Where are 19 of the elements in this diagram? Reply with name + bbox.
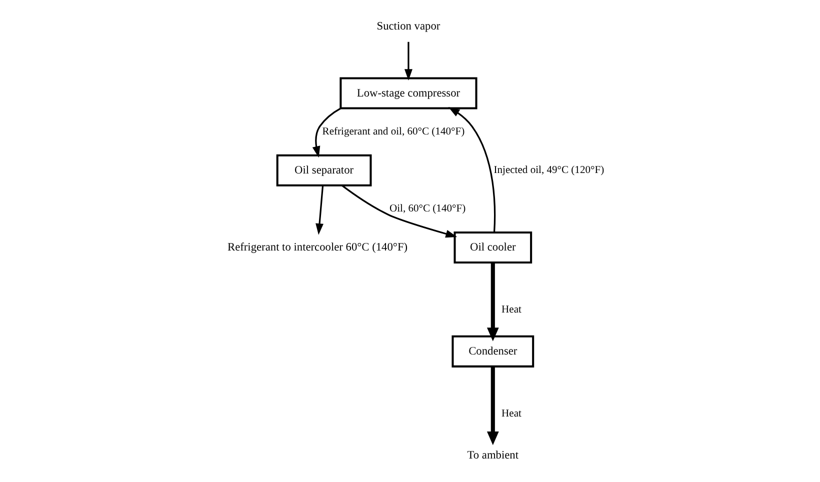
node-text: Suction vapor [376, 20, 440, 33]
arrow [486, 366, 498, 446]
edge-label: Heat [501, 304, 521, 316]
arrow [404, 42, 412, 81]
arrow [486, 262, 498, 342]
arrow [340, 184, 457, 238]
edge-label: Refrigerant and oil, 60°C (140°F) [322, 126, 464, 138]
node-text: Refrigerant to intercooler 60°C (140°F) [227, 242, 408, 254]
edge-label: Oil, 60°C (140°F) [388, 204, 466, 215]
node-box: Oil cooler [453, 231, 532, 264]
edge-label: Heat [501, 408, 521, 420]
node-box: Low-stage compressor [339, 77, 477, 110]
edge-label: Injected oil, 49°C (120°F) [493, 165, 604, 176]
arrow [315, 186, 324, 235]
arrow [312, 108, 341, 158]
node-box: Oil separator [276, 154, 372, 186]
node-text: To ambient [466, 449, 518, 462]
node-box: Condenser [451, 335, 534, 368]
arrow [448, 107, 496, 232]
